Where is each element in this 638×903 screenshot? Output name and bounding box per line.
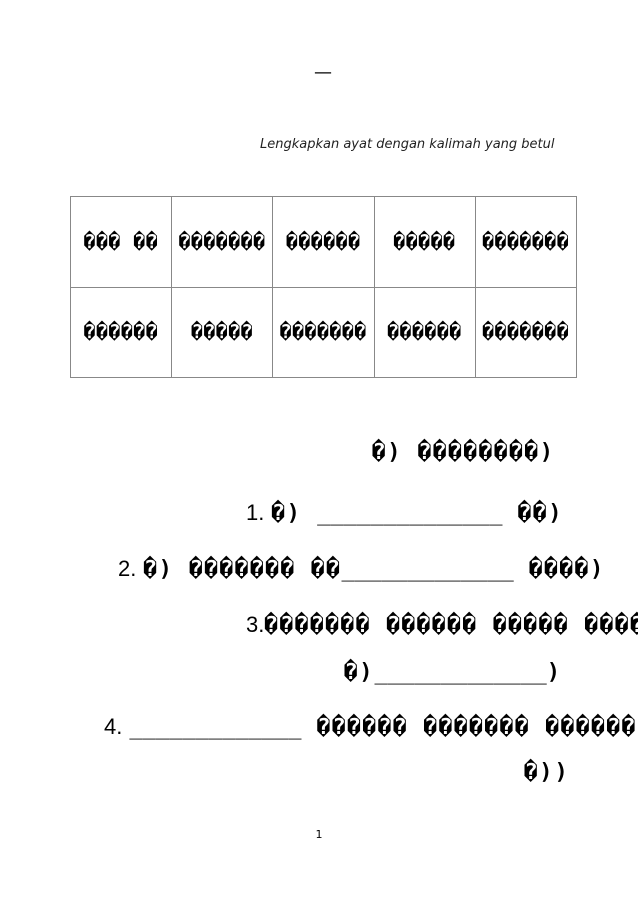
word-bank-row: ��� �� ������� ������ ����� ������� [69,196,578,288]
word-cell: ������� [474,286,578,378]
question-number: 4. [104,714,123,739]
word-cell: ������ [272,196,375,288]
question-text: ����) [513,557,606,582]
answer-blank[interactable]: _____________ [129,715,302,740]
question-text: �) ������� �� [143,557,342,582]
header-dash: — [314,62,332,83]
word-cell: ��� �� [69,196,173,288]
instruction-text: Lengkapkan ayat dengan kalimah yang betu… [260,137,555,152]
question-4-line-1: 4. _____________ ������ ������� ������ [104,714,637,740]
example-sentence: �) ��������) [372,440,555,465]
answer-blank[interactable]: ______________ [317,501,503,526]
word-cell: ������� [272,286,375,378]
question-number: 1. [246,500,265,525]
word-cell: ����� [373,196,476,288]
question-text: ������� ������ ����� ���� [264,613,638,638]
question-text: ������ ������� ������ [301,715,637,740]
word-cell: ������ [69,286,173,378]
question-3-line-2: �)_____________) [344,660,562,685]
question-text: �) [271,501,318,526]
question-text: �) [344,660,375,685]
answer-blank[interactable]: _____________ [374,660,547,685]
question-2: 2. �) ������� ��_____________ ����) [118,556,605,582]
answer-blank[interactable]: _____________ [341,557,514,582]
question-number: 2. [118,556,137,581]
question-3-line-1: 3.������� ������ ����� ���� [246,612,638,638]
word-cell: ������� [171,196,274,288]
question-number: 3. [246,612,265,637]
question-text: ��) [502,501,564,526]
word-cell: ������ [373,286,476,378]
word-bank-table: ��� �� ������� ������ ����� ������� ����… [69,196,578,378]
word-cell: ������� [474,196,578,288]
question-4-line-2: �)) [524,760,570,785]
page-number: 1 [315,828,323,841]
word-cell: ����� [171,286,274,378]
question-1: 1. �) ______________ ��) [246,500,564,526]
question-text: ) [546,660,562,685]
word-bank-row: ������ ����� ������� ������ ������� [69,286,578,378]
